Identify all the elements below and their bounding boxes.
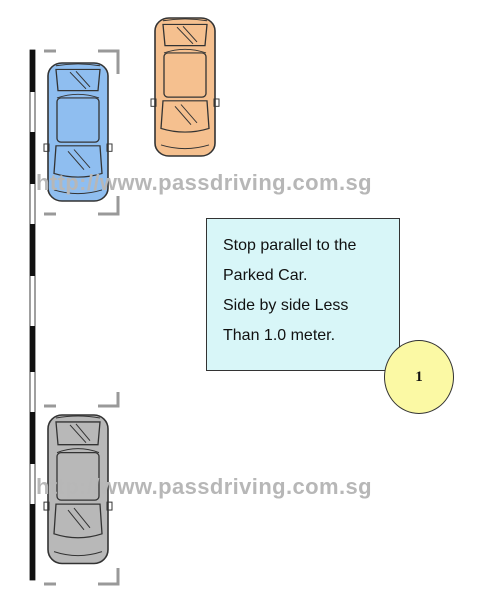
parking-lot-bracket-icon — [44, 49, 120, 586]
watermark-top: http://www.passdriving.com.sg — [36, 170, 372, 195]
step-number-badge: 1 — [384, 340, 454, 414]
instruction-line: Than 1.0 meter. — [223, 327, 336, 344]
parked-car-front-icon — [150, 17, 220, 157]
watermark-bottom: http://www.passdriving.com.sg — [36, 474, 372, 499]
instruction-line: Parked Car. — [223, 267, 308, 284]
instruction-line: Stop parallel to the — [223, 237, 357, 254]
instruction-box: Stop parallel to the Parked Car. Side by… — [206, 218, 400, 371]
curb-line-icon — [29, 49, 36, 581]
instruction-line: Side by side Less — [223, 297, 349, 314]
